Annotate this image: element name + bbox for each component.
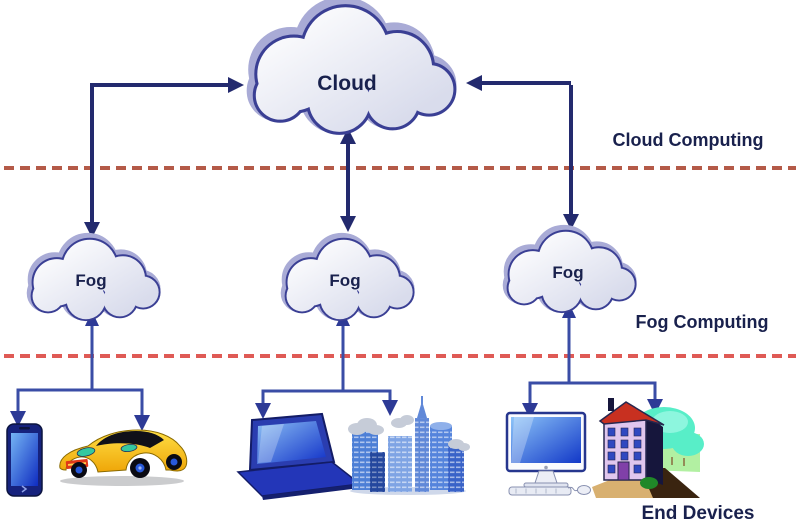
laptop-icon [236,412,362,500]
fog-middle-label: Fog [329,271,360,290]
monitor-glare [511,417,534,463]
bush [640,477,658,489]
fog-computing-label: Fog Computing [636,312,769,332]
car-headlight-left [76,447,96,457]
fog-left-label: Fog [75,271,106,290]
fog-node-middle: Fog [285,237,415,322]
cloud-node: Cloud [253,3,454,132]
fog-node-right: Fog [507,229,637,314]
keyboard [508,486,572,496]
arrowhead-into-cloud-right [466,75,482,91]
car-wheel-rear [130,458,150,478]
building-side-wall [646,414,663,485]
arrowhead-down-right-fog [563,214,579,230]
arrowhead-down-desktop [522,403,538,419]
car-shadow [60,476,184,486]
building-door [617,461,630,481]
main-arrow-lines [90,81,573,222]
arrowhead-down-mid-fog [340,216,356,232]
city-building-front-dark [370,452,385,492]
city-building-right [448,446,464,492]
laptop-screen [257,421,326,464]
car-headlight-right [120,443,138,453]
arrowhead-up-cloud [340,128,356,144]
arrowhead-down-left-fog [84,222,100,238]
laptop-screen-glare [258,424,284,463]
fog-right-label: Fog [552,263,583,282]
apartment-building-icon [592,398,704,498]
mouse [567,485,591,495]
phone-screen [11,433,38,486]
cloud-node-label: Cloud [317,72,376,95]
city-tower-cylinder [430,422,452,490]
smartphone-icon [6,423,43,497]
desktop-computer-icon [505,411,591,496]
mid-device-branch [261,389,392,403]
arrowhead-down-car [134,415,150,431]
left-device-branch [16,388,144,415]
phone-home-chevron [21,485,28,493]
city-building-mid [388,436,412,492]
building-roof [598,401,665,426]
city-tower-spire [415,396,429,492]
city-cloud-puffs [348,415,470,451]
arrowhead-down-building [647,399,663,415]
monitor-base [523,482,569,488]
right-device-branch [528,381,657,403]
laptop-base-edge [262,484,360,500]
chimney [608,398,614,411]
car-wheel-far [166,454,182,470]
fog-node-left: Fog [31,237,159,322]
arrowhead-into-cloud-left [228,77,244,93]
monitor-stand [534,470,558,484]
device-connector-lines [16,318,657,415]
arrowhead-down-city [382,400,398,416]
monitor-logo-dot [544,465,548,470]
monitor-screen [511,417,581,463]
car-windshield [96,431,164,448]
arrowhead-down-laptop [255,403,271,419]
city-buildings-icon [348,396,470,495]
cloud-computing-label: Cloud Computing [613,130,764,150]
phone-speaker [19,427,30,430]
building-windows [607,427,642,474]
main-arrow-heads [84,75,579,238]
car-wheel-front [71,462,87,478]
end-devices-label: End Devices [642,503,755,524]
sports-car-icon [59,429,188,486]
arrowhead-down-smartphone [10,411,26,427]
